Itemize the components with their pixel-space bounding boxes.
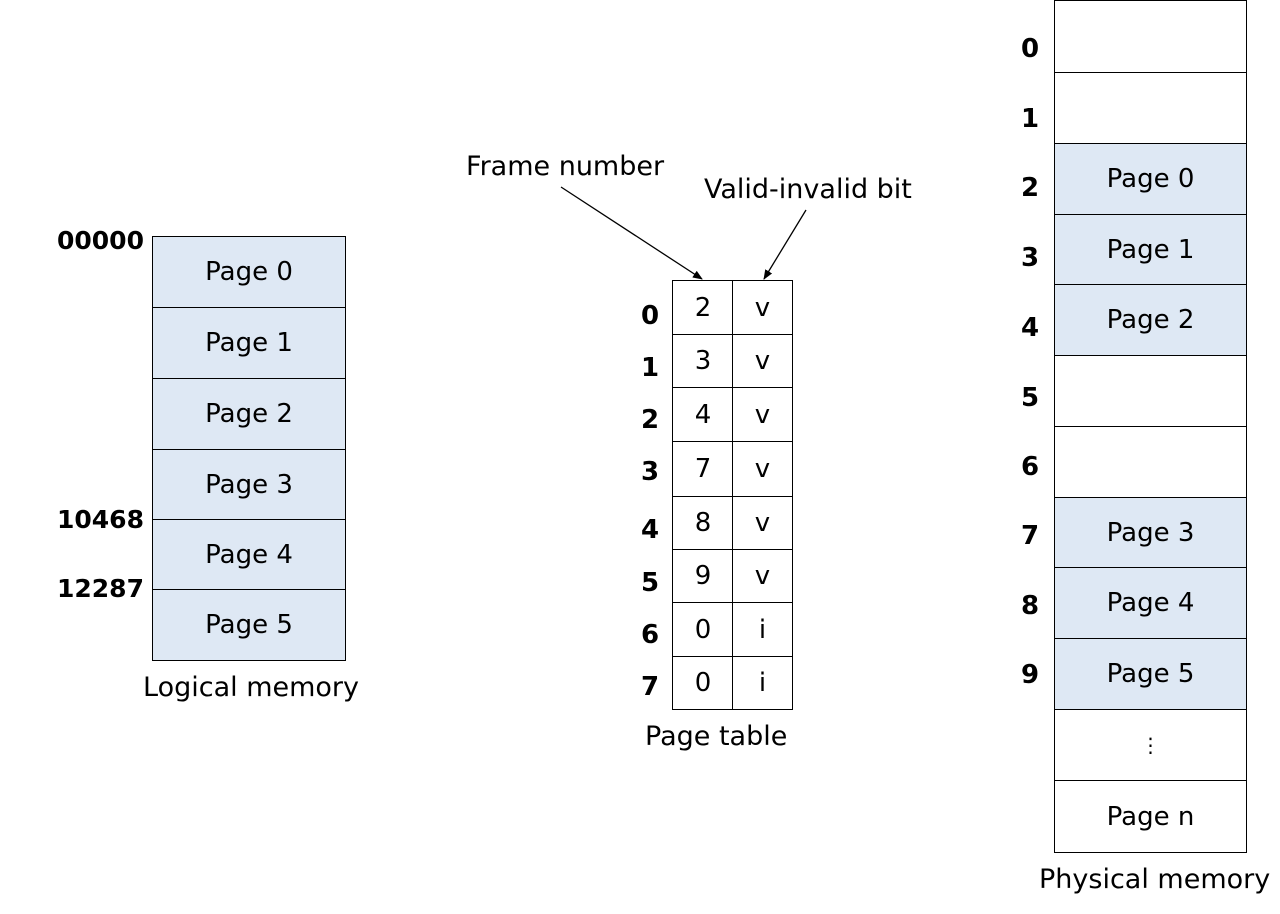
valid-bit-cell: v	[732, 441, 793, 497]
page-table-index: 7	[641, 672, 660, 702]
page-table-index: 3	[641, 457, 660, 487]
valid-bit-cell: v	[732, 280, 793, 335]
page-table-index: 1	[641, 353, 660, 383]
valid-bit-arrow	[763, 209, 807, 280]
page-table-index: 0	[641, 301, 660, 331]
logical-page-cell: Page 3	[152, 449, 346, 520]
valid-bit-cell: v	[732, 496, 793, 550]
physical-frame-cell: Page n	[1054, 780, 1247, 853]
frame-index: 5	[1021, 383, 1040, 413]
frame-index: 9	[1021, 660, 1040, 690]
frame-index: 6	[1021, 452, 1040, 482]
valid-bit-cell: v	[732, 549, 793, 603]
logical-page-cell: Page 2	[152, 378, 346, 450]
logical-page-cell: Page 0	[152, 236, 346, 308]
logical-memory-caption: Logical memory	[143, 672, 360, 703]
physical-frame-cell: Page 3	[1054, 497, 1247, 568]
frame-index: 7	[1021, 521, 1040, 551]
frame-number-arrow	[560, 186, 703, 280]
frame-number-cell: 7	[672, 441, 734, 497]
valid-bit-cell: v	[732, 387, 793, 442]
logical-address-mid: 10468	[57, 505, 144, 534]
valid-bit-cell: i	[732, 656, 793, 710]
frame-number-cell: 3	[672, 334, 734, 388]
physical-frame-cell: Page 0	[1054, 143, 1247, 215]
physical-frame-ellipsis: ⋮	[1054, 709, 1247, 781]
frame-number-cell: 0	[672, 656, 734, 710]
page-table-index: 6	[641, 620, 660, 650]
physical-frame-cell	[1054, 72, 1247, 144]
frame-index: 4	[1021, 313, 1040, 343]
valid-bit-label: Valid-invalid bit	[704, 174, 912, 205]
frame-number-cell: 0	[672, 602, 734, 657]
logical-page-cell: Page 4	[152, 519, 346, 590]
page-table-index: 2	[641, 405, 660, 435]
frame-index: 2	[1021, 173, 1040, 203]
physical-frame-cell	[1054, 355, 1247, 427]
logical-page-cell: Page 1	[152, 307, 346, 379]
page-table-caption: Page table	[645, 721, 788, 752]
frame-index: 1	[1021, 104, 1040, 134]
physical-frame-cell: Page 5	[1054, 638, 1247, 710]
physical-frame-cell: Page 4	[1054, 567, 1247, 639]
logical-address-end: 12287	[57, 574, 144, 603]
frame-index: 0	[1021, 34, 1040, 64]
physical-frame-cell: Page 1	[1054, 214, 1247, 285]
frame-index: 8	[1021, 591, 1040, 621]
page-table-index: 5	[641, 568, 660, 598]
physical-memory-caption: Physical memory	[1039, 864, 1271, 895]
page-table-index: 4	[641, 515, 660, 545]
frame-number-cell: 4	[672, 387, 734, 442]
valid-bit-cell: v	[732, 334, 793, 388]
frame-index: 3	[1021, 243, 1040, 273]
physical-frame-cell	[1054, 0, 1247, 73]
frame-number-cell: 9	[672, 549, 734, 603]
logical-address-start: 00000	[57, 226, 144, 255]
logical-page-cell: Page 5	[152, 589, 346, 661]
frame-number-label: Frame number	[466, 151, 665, 182]
